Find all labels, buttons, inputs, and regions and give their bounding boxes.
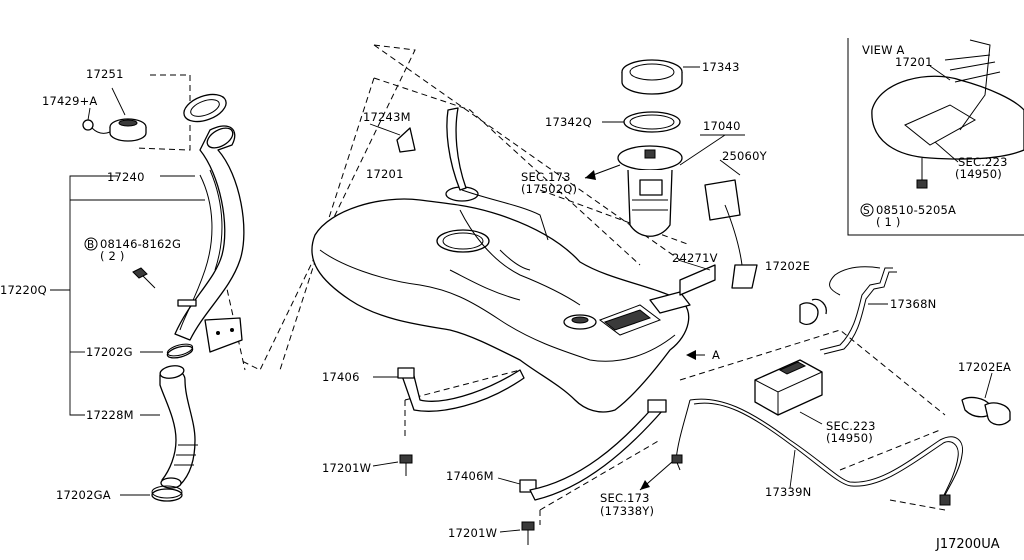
label-17406m[interactable]: 17406M [446,469,494,483]
label-17243m[interactable]: 17243M [363,110,411,124]
label-25060y[interactable]: 25060Y [722,149,768,163]
label-17201w-a[interactable]: 17201W [322,461,371,475]
label-17429a[interactable]: 17429+A [42,94,98,108]
label-17202e[interactable]: 17202E [765,259,810,273]
fuel-pump-module [602,59,758,296]
label-sec173-b[interactable]: SEC.173 [600,491,650,505]
label-17201[interactable]: 17201 [366,167,404,181]
label-17202g[interactable]: 17202G [86,345,133,359]
tank-straps [372,367,667,545]
label-24271v[interactable]: 24271V [672,251,718,265]
label-sec173-a[interactable]: SEC.173 [521,170,571,184]
section-arrows: A [584,164,720,491]
filler-assembly: B 08146-8162G ( 2 ) [50,87,245,502]
screw-symbol: B [87,239,94,251]
label-17368n[interactable]: 17368N [890,297,936,311]
label-17202ga[interactable]: 17202GA [56,488,111,502]
label-sec173-b-sub: (17338Y) [600,504,654,518]
view-a-bolt-qty: ( 1 ) [876,215,901,229]
label-17342q[interactable]: 17342Q [545,115,592,129]
view-a-arrow-label[interactable]: A [712,348,720,362]
view-a-part-label: 17201 [895,55,933,69]
label-17201w-b[interactable]: 17201W [448,526,497,540]
screw-qty: ( 2 ) [100,249,125,263]
evap-system [671,266,1011,506]
label-17240[interactable]: 17240 [107,170,145,184]
view-a-bolt-symbol: S [863,205,870,217]
label-17251[interactable]: 17251 [86,67,124,81]
label-17202ea[interactable]: 17202EA [958,360,1011,374]
label-17228m[interactable]: 17228M [86,408,134,422]
view-a-sec-sub: (14950) [955,167,1002,181]
fuel-tank [311,107,691,413]
label-17339n[interactable]: 17339N [765,485,811,499]
view-a-inset: VIEW A 17201 SEC.223 (14950) S 08510-520… [847,38,1024,236]
label-sec223[interactable]: SEC.223 [826,419,876,433]
label-sec173-a-sub: (17502Q) [521,182,577,196]
part-labels: 17251 17429+A 17240 17220Q 17202G 17228M… [0,60,1011,540]
label-17040[interactable]: 17040 [703,119,741,133]
view-a-title: VIEW A [862,43,905,57]
phantom-frames [134,44,946,525]
drawing-code: J17200UA [935,537,1000,552]
view-a-sec-label: SEC.223 [958,155,1008,169]
label-17343[interactable]: 17343 [702,60,740,74]
label-sec223-sub: (14950) [826,431,873,445]
label-17406[interactable]: 17406 [322,370,360,384]
screw-code: 08146-8162G [100,237,181,251]
view-a-bolt-code: 08510-5205A [876,203,956,217]
label-17220q[interactable]: 17220Q [0,283,47,297]
